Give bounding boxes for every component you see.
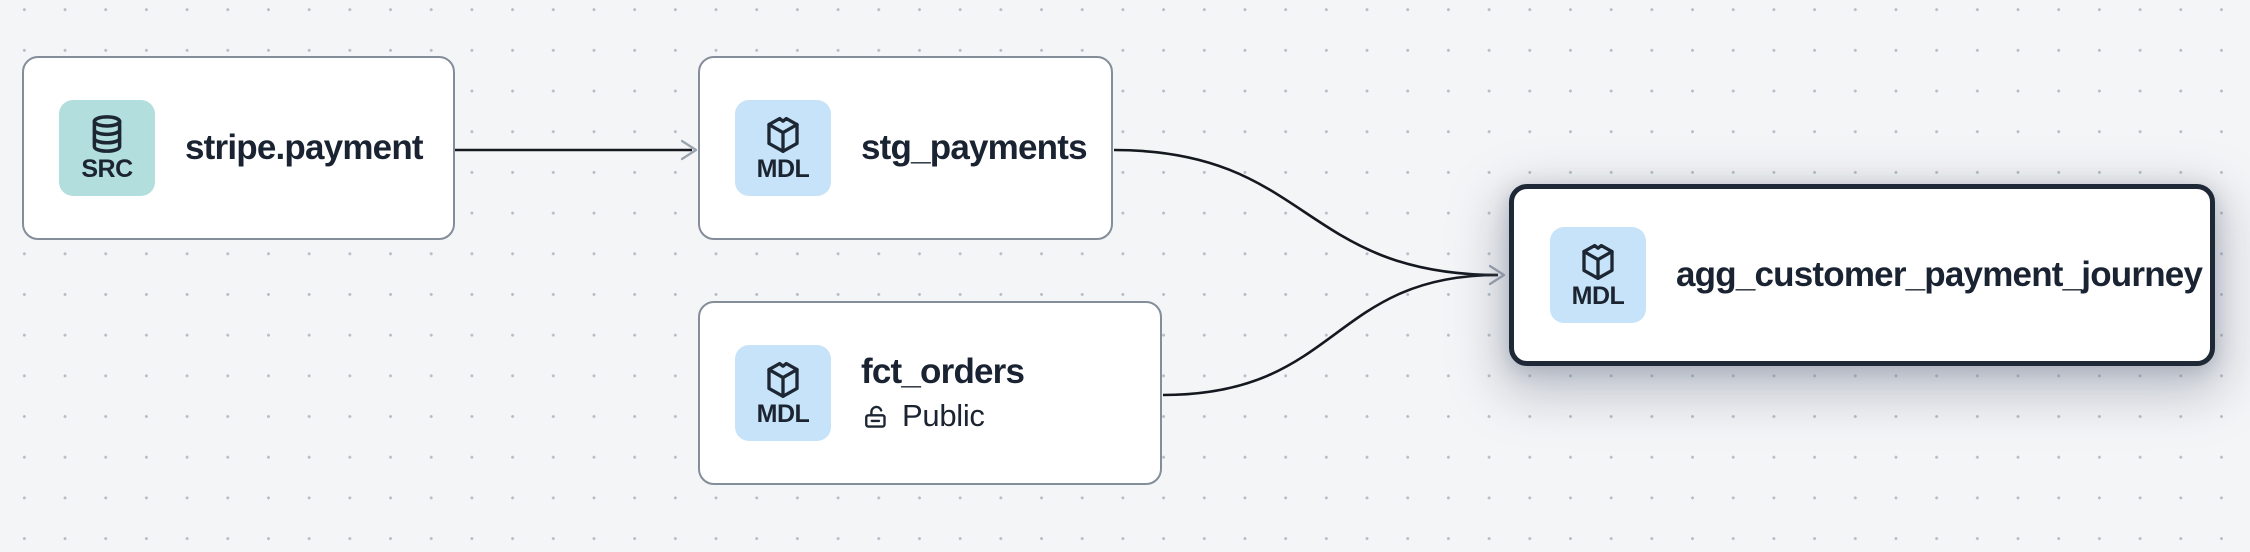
badge-label: SRC [81, 155, 133, 184]
node-title: stripe.payment [185, 127, 424, 167]
source-badge: SRC [59, 100, 155, 196]
visibility-row: Public [861, 400, 1024, 433]
node-title: agg_customer_payment_journey [1676, 254, 2203, 294]
edge-fct-to-agg[interactable] [1162, 273, 1499, 397]
model-badge: MDL [735, 100, 831, 196]
node-stripe-payment[interactable]: SRC stripe.payment [22, 56, 455, 240]
model-badge: MDL [735, 345, 831, 441]
node-fct-orders[interactable]: MDL fct_orders Public [698, 301, 1162, 485]
node-title: stg_payments [861, 127, 1088, 167]
model-badge: MDL [1550, 227, 1646, 323]
arrowhead-icon [680, 139, 698, 161]
node-stg-payments[interactable]: MDL stg_payments [698, 56, 1113, 240]
badge-label: MDL [1571, 282, 1625, 311]
edge-stg-to-agg[interactable] [1113, 148, 1499, 277]
badge-label: MDL [756, 155, 810, 184]
arrowhead-icon [1488, 264, 1506, 286]
badge-label: MDL [756, 400, 810, 429]
cube-icon [1582, 244, 1614, 281]
visibility-label: Public [902, 398, 985, 434]
node-agg-customer-payment-journey[interactable]: MDL agg_customer_payment_journey [1509, 184, 2215, 366]
unlock-icon [865, 405, 886, 428]
cube-icon [767, 117, 799, 154]
node-title: fct_orders [861, 351, 1025, 391]
cube-icon [767, 362, 799, 399]
database-icon [92, 115, 122, 154]
